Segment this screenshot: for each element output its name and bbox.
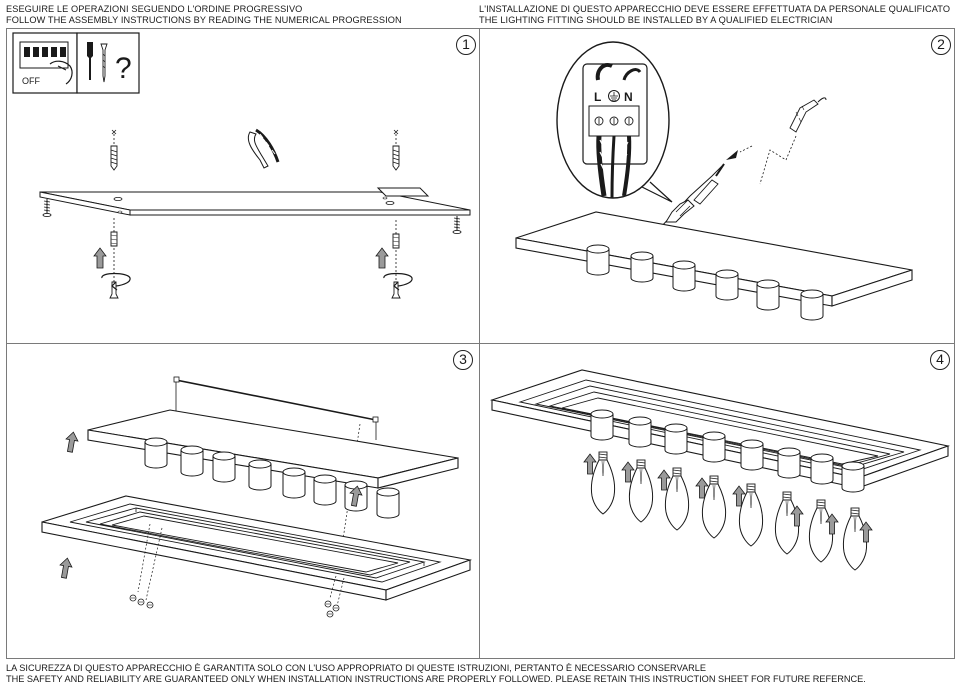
neutral-terminal-label: N <box>624 90 633 104</box>
frame-step-3 <box>41 495 473 601</box>
header-right-english: THE LIGHTING FITTING SHOULD BE INSTALLED… <box>479 14 833 25</box>
ceiling-plate <box>515 211 913 307</box>
mounting-bracket <box>39 187 471 235</box>
step-number-2: 2 <box>931 35 951 55</box>
terminal-block-callout: L N <box>556 41 673 203</box>
screw-left <box>93 218 131 299</box>
step-number-4: 4 <box>930 350 950 370</box>
step-number-3: 3 <box>453 350 473 370</box>
screw-right <box>375 220 413 299</box>
header-left: ESEGUIRE LE OPERAZIONI SEGUENDO L'ORDINE… <box>6 4 402 25</box>
fixing-screws-step-3 <box>129 523 345 618</box>
wire-connector <box>659 163 725 229</box>
off-label: OFF <box>22 76 40 86</box>
header-left-english: FOLLOW THE ASSEMBLY INSTRUCTIONS BY READ… <box>6 14 402 25</box>
footer-english: THE SAFETY AND RELIABILITY ARE GUARANTEE… <box>6 673 866 684</box>
step-number-1: 1 <box>456 35 476 55</box>
header-right-italian: L'INSTALLAZIONE DI QUESTO APPARECCHIO DE… <box>479 4 951 14</box>
ceiling-plate-step-3 <box>87 409 459 489</box>
header-right: L'INSTALLAZIONE DI QUESTO APPARECCHIO DE… <box>479 4 950 25</box>
step-4-panel <box>479 343 955 659</box>
wall-plug-right <box>392 129 400 171</box>
tool-requirements-box: OFF ? <box>12 32 140 94</box>
assembled-fixture <box>489 369 951 489</box>
footer-italian: LA SICUREZZA DI QUESTO APPARECCHIO È GAR… <box>6 663 706 673</box>
question-mark: ? <box>115 52 132 85</box>
footer: LA SICUREZZA DI QUESTO APPARECCHIO È GAR… <box>6 663 866 684</box>
wall-plug-left <box>110 129 118 171</box>
wire-icon <box>247 128 280 169</box>
live-terminal-label: L <box>594 90 601 104</box>
header-left-italian: ESEGUIRE LE OPERAZIONI SEGUENDO L'ORDINE… <box>6 4 303 14</box>
ceiling-cable-icon <box>726 97 827 185</box>
suspension-wire <box>173 376 379 561</box>
